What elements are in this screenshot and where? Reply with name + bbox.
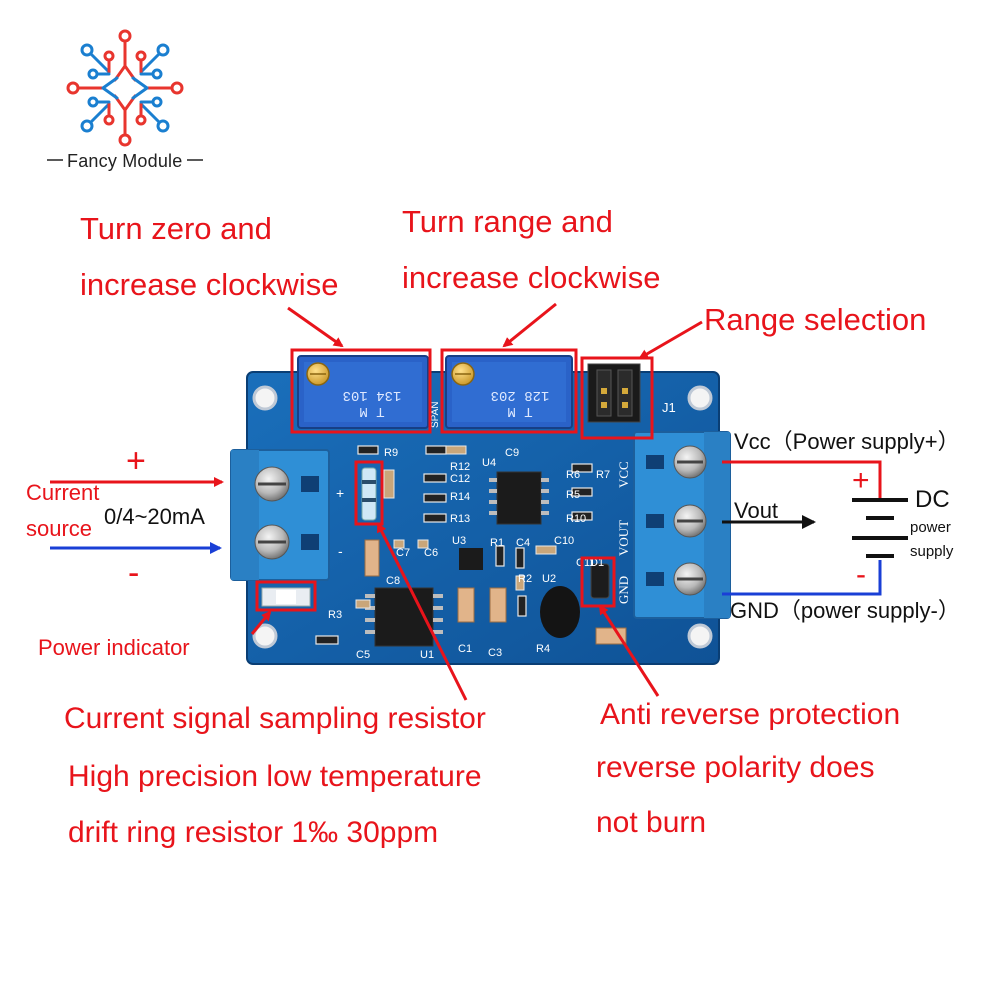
pot-right-code: 128 203 bbox=[491, 387, 550, 403]
sampling-caption-line2: High precision low temperature bbox=[68, 760, 482, 793]
pcb-board: 134 103 T M 128 203 T M SPAN J1 bbox=[230, 355, 731, 665]
silk-vcc: VCC bbox=[616, 461, 631, 488]
transistor-u2 bbox=[540, 586, 580, 638]
mounting-holes bbox=[252, 385, 713, 649]
silk-c5: C5 bbox=[356, 649, 370, 661]
vout-label: Vout bbox=[734, 498, 779, 523]
silk-c9: C9 bbox=[505, 447, 519, 459]
silk-u3: U3 bbox=[452, 535, 466, 547]
protection-caption-line3: not burn bbox=[596, 806, 707, 839]
silk-r6: R6 bbox=[566, 469, 580, 481]
silk-c3: C3 bbox=[488, 647, 502, 659]
silk-r14: R14 bbox=[450, 491, 470, 503]
zero-potentiometer: 134 103 T M bbox=[297, 355, 429, 429]
silk-r1: R1 bbox=[490, 537, 504, 549]
circuit-node-logo bbox=[66, 29, 184, 147]
silk-r7: R7 bbox=[596, 469, 610, 481]
highlight-boxes bbox=[255, 348, 654, 612]
ic-u3 bbox=[459, 548, 483, 570]
input-terminal-block bbox=[230, 449, 330, 581]
ic-u4 bbox=[496, 471, 542, 525]
current-range: 0/4~20mA bbox=[104, 504, 205, 529]
protection-caption-line2: reverse polarity does bbox=[596, 751, 875, 784]
silk-c7: C7 bbox=[396, 547, 410, 559]
span-potentiometer: 128 203 T M bbox=[445, 355, 573, 429]
sampling-caption-line3: drift ring resistor 1‰ 30ppm bbox=[68, 816, 439, 849]
protection-caption-line1: Anti reverse protection bbox=[600, 698, 901, 731]
zero-caption-line1: Turn zero and bbox=[80, 211, 272, 246]
vcc-label: Vcc（Power supply+） bbox=[734, 429, 960, 454]
dc-label: DC bbox=[915, 486, 950, 513]
dc-sub-line2: supply bbox=[910, 543, 954, 560]
silk-r2: R2 bbox=[518, 573, 532, 585]
silk-c1: C1 bbox=[458, 643, 472, 655]
pot-left-code: 134 103 bbox=[343, 387, 402, 403]
silk-c6: C6 bbox=[424, 547, 438, 559]
callout-arrows bbox=[50, 302, 703, 701]
silk-minus: - bbox=[338, 543, 343, 559]
silk-c4: C4 bbox=[516, 537, 530, 549]
smd-components bbox=[261, 445, 593, 645]
range-selection-caption: Range selection bbox=[704, 302, 927, 337]
gnd-label: GND（power supply-） bbox=[730, 598, 960, 623]
silk-r10: R10 bbox=[566, 513, 586, 525]
supply-plus-sign: + bbox=[852, 464, 870, 497]
silk-vout: VOUT bbox=[616, 520, 631, 556]
silk-span: SPAN bbox=[430, 402, 441, 429]
range-caption-line1: Turn range and bbox=[402, 204, 613, 239]
silk-r5: R5 bbox=[566, 489, 580, 501]
current-source-line2: source bbox=[26, 516, 93, 541]
silk-r9: R9 bbox=[384, 447, 398, 459]
power-indicator-caption: Power indicator bbox=[38, 635, 190, 660]
diode-d1 bbox=[590, 563, 610, 599]
silk-r13: R13 bbox=[450, 513, 470, 525]
pot-right-mark: T M bbox=[507, 403, 532, 419]
silk-c12: C12 bbox=[450, 473, 470, 485]
output-terminal-block bbox=[633, 431, 731, 619]
dc-supply-symbol bbox=[722, 460, 908, 596]
input-minus-sign: - bbox=[128, 554, 140, 592]
silkscreen-labels: R9 R12 C9 U4 C12 R14 R13 R6 R5 R7 R10 C1… bbox=[328, 447, 610, 661]
sampling-caption-line1: Current signal sampling resistor bbox=[64, 702, 486, 735]
silk-d1: D1 bbox=[590, 557, 604, 569]
silk-gnd: GND bbox=[616, 576, 631, 604]
silk-j1: J1 bbox=[662, 400, 676, 415]
silk-r12: R12 bbox=[450, 461, 470, 473]
range-jumper: J1 bbox=[587, 363, 676, 423]
current-source-line1: Current bbox=[26, 480, 100, 505]
dc-sub-line1: power bbox=[910, 519, 951, 536]
silk-u1: U1 bbox=[420, 649, 434, 661]
zero-caption-line2: increase clockwise bbox=[80, 267, 339, 302]
pot-left-mark: T M bbox=[359, 403, 384, 419]
supply-minus-sign: - bbox=[856, 558, 866, 591]
silk-u2: U2 bbox=[542, 573, 556, 585]
sampling-resistor bbox=[361, 467, 377, 521]
input-plus-sign: + bbox=[126, 442, 146, 480]
silk-r3: R3 bbox=[328, 609, 342, 621]
silk-u4: U4 bbox=[482, 457, 496, 469]
range-caption-line2: increase clockwise bbox=[402, 260, 661, 295]
silk-r4: R4 bbox=[536, 643, 550, 655]
brand-name: Fancy Module bbox=[67, 151, 183, 171]
silk-plus: + bbox=[336, 485, 344, 501]
silk-c8: C8 bbox=[386, 575, 400, 587]
silk-c10: C10 bbox=[554, 535, 574, 547]
